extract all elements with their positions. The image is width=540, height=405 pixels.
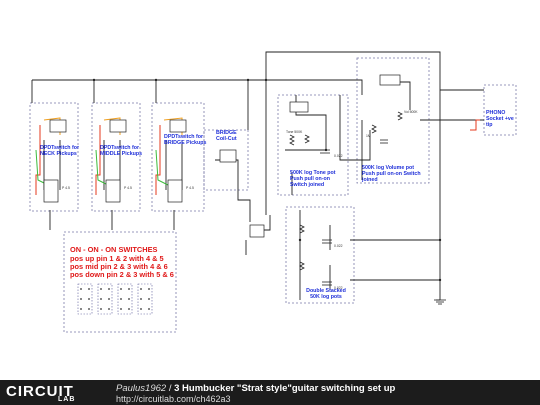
phono-box (483, 84, 517, 136)
cap-text-1: 0.022 (334, 154, 343, 158)
pickup-text-mid: P 4.5 (124, 186, 132, 190)
switch-symbols (43, 74, 401, 238)
footer-bar (0, 380, 540, 405)
schematic-canvas (29, 51, 517, 333)
switch-diagram-pins (80, 288, 150, 310)
vol-pot-text: Vol 500K (404, 110, 418, 114)
volume-pot-box (356, 57, 430, 184)
switch-diagram-boxes (77, 283, 153, 315)
cap-text-2: 0.022 (334, 244, 343, 248)
circuitlab-logo-sub: LAB (58, 396, 76, 403)
junction-dots (92, 78, 442, 282)
dashed-outlines (29, 57, 517, 333)
tone-pot-label: 500K log Tone pot Push pull on-on Switch… (290, 170, 336, 189)
circuit-title: 3 Humbucker "Strat style"guitar switchin… (174, 383, 396, 394)
author-link[interactable]: Paulus1962 (116, 383, 167, 394)
ground-bus (265, 51, 441, 300)
notes-line-up: pos up pin 1 & 2 with 4 & 5 (70, 254, 164, 263)
passive-components (289, 111, 446, 305)
coil-cut-box (203, 129, 249, 191)
stacked-pots-box (285, 206, 355, 304)
volume-pot-label: 500K log Volume pot Push pull on-on Swit… (362, 165, 421, 184)
notes-line-down: pos down pin 2 & 3 with 5 & 6 (70, 270, 174, 279)
footer-title-line: Paulus1962 / 3 Humbucker "Strat style"gu… (116, 383, 396, 394)
notes-box (63, 231, 177, 333)
stacked-pots-label: Double Stacked 50K log pots (306, 288, 346, 301)
r-text: 1M (366, 134, 371, 138)
notes-line-mid: pos mid pin 2 & 3 with 4 & 6 (70, 262, 168, 271)
pickup-text-neck: P 4.5 (62, 186, 70, 190)
middle-switch-label: DPDTswitch for MIDDLE Pickups (100, 145, 143, 158)
middle-switch-box (91, 102, 141, 212)
bridge-switch-label: DPDTswitch for BRIDGE Pickups (164, 134, 207, 147)
cap-text-3: 0.022 (334, 286, 343, 290)
circuit-url[interactable]: http://circuitlab.com/ch462a3 (116, 394, 231, 404)
tone-pot-box (277, 94, 349, 196)
tone-pot-text: Tone 500K (286, 130, 303, 134)
pickup-text-bridge: P 4.5 (186, 186, 194, 190)
bridge-coil-label: BRIDGE Coil-Cut (216, 130, 237, 143)
circuitlab-logo[interactable]: CIRCUIT (6, 383, 74, 400)
notes-heading: ON - ON - ON SWITCHES (70, 245, 158, 254)
phono-label: PHONO Socket +ve tip (486, 110, 514, 129)
neck-switch-label: DPDTswitch for NECK Pickups (40, 145, 80, 158)
neck-switch-box (29, 102, 79, 212)
